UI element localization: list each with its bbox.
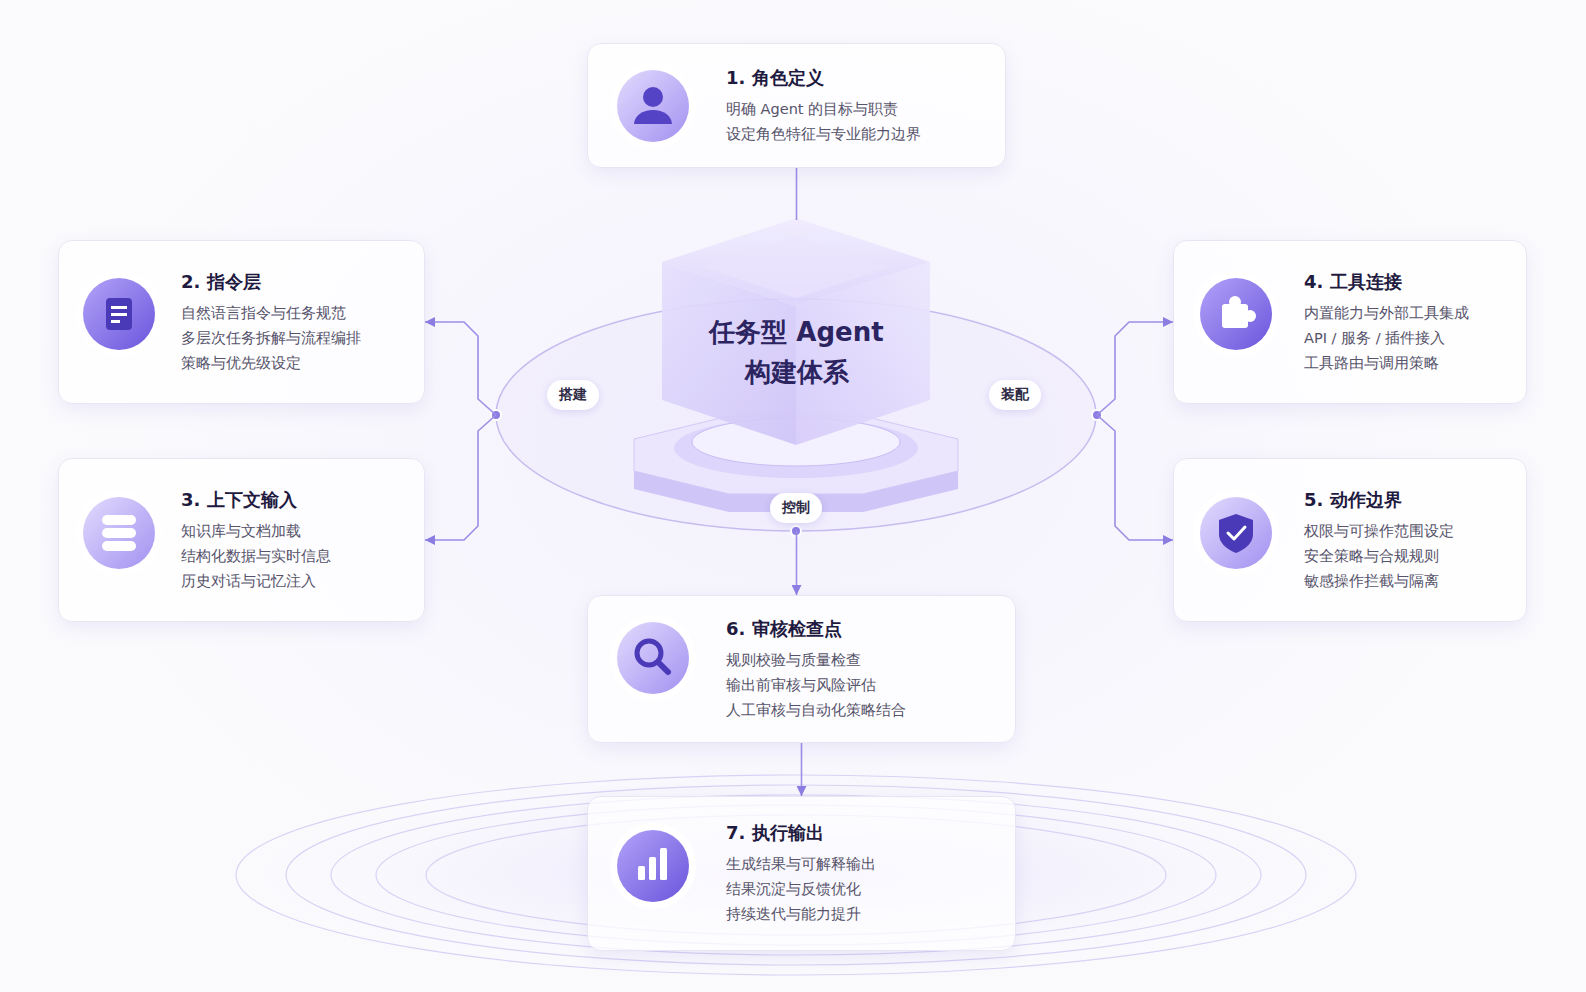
box-item: 明确 Agent 的目标与职责: [726, 97, 989, 122]
box-heading: 2. 指令层: [181, 269, 408, 295]
connector: [425, 415, 496, 540]
context-box: 3. 上下文输入知识库与文档加载结构化数据与实时信息历史对话与记忆注入: [58, 458, 425, 622]
role-box: 1. 角色定义明确 Agent 的目标与职责设定角色特征与专业能力边界: [587, 43, 1006, 168]
context-icon: [76, 490, 162, 576]
connector: [796, 168, 798, 220]
box-item: 结构化数据与实时信息: [181, 544, 408, 569]
review-icon: [610, 615, 696, 701]
box-item: 多层次任务拆解与流程编排: [181, 326, 408, 351]
ripple: [331, 795, 1261, 955]
icon-ring: [610, 63, 696, 149]
icon-disc: [617, 830, 689, 902]
icon-disc: [1200, 497, 1272, 569]
icon-ring: [1193, 490, 1279, 576]
box-item: 敏感操作拦截与隔离: [1304, 569, 1510, 594]
box-item: 策略与优先级设定: [181, 351, 408, 376]
connector: [1097, 415, 1173, 540]
review-box: 6. 审核检查点规则校验与质量检查输出前审核与风险评估人工审核与自动化策略结合: [587, 595, 1016, 743]
icon-glyph: [1222, 304, 1248, 328]
box-item: 结果沉淀与反馈优化: [726, 877, 999, 902]
boundary-box: 5. 动作边界权限与可操作范围设定安全策略与合规规则敏感操作拦截与隔离: [1173, 458, 1527, 622]
box-item: 生成结果与可解释输出: [726, 852, 999, 877]
icon-glyph: [660, 848, 667, 880]
icon-glyph: [111, 320, 120, 323]
icon-disc: [1200, 278, 1272, 350]
box-item: 历史对话与记忆注入: [181, 569, 408, 594]
icon-glyph: [102, 541, 136, 551]
icon-ring: [76, 271, 162, 357]
icon-disc: [83, 497, 155, 569]
icon-glyph: [1229, 296, 1241, 308]
cube-face: [662, 218, 930, 306]
orbit-label: 装配: [989, 380, 1041, 410]
icon-ring: [1193, 271, 1279, 357]
icon-glyph: [658, 662, 668, 672]
box-item: 权限与可操作范围设定: [1304, 519, 1510, 544]
icon-glyph: [637, 641, 661, 665]
hub-title: 任务型 Agent 构建体系: [687, 312, 907, 392]
ripple: [286, 785, 1306, 965]
box-item: 设定角色特征与专业能力边界: [726, 122, 989, 147]
box-item: 工具路由与调用策略: [1304, 351, 1510, 376]
icon-ring: [610, 823, 696, 909]
box-item: 自然语言指令与任务规范: [181, 301, 408, 326]
box-item: API / 服务 / 插件接入: [1304, 326, 1510, 351]
icon-glyph: [649, 857, 656, 880]
box-item: 持续迭代与能力提升: [726, 902, 999, 927]
instruction-icon: [76, 271, 162, 357]
icon-glyph: [643, 87, 663, 107]
icon-glyph: [111, 306, 127, 309]
connector: [1097, 322, 1173, 415]
orbit-label: 控制: [770, 493, 822, 523]
hub-cube: [662, 218, 930, 445]
box-item: 知识库与文档加载: [181, 519, 408, 544]
connector: [796, 531, 798, 595]
box-heading: 4. 工具连接: [1304, 269, 1510, 295]
icon-glyph: [634, 110, 672, 124]
connector: [801, 743, 803, 796]
role-icon: [610, 63, 696, 149]
icon-ring: [76, 490, 162, 576]
box-item: 输出前审核与风险评估: [726, 673, 999, 698]
icon-glyph: [106, 298, 132, 330]
box-heading: 5. 动作边界: [1304, 487, 1510, 513]
icon-glyph: [1219, 514, 1253, 553]
boundary-icon: [1193, 490, 1279, 576]
box-item: 内置能力与外部工具集成: [1304, 301, 1510, 326]
icon-glyph: [1244, 310, 1256, 322]
box-heading: 1. 角色定义: [726, 65, 989, 91]
box-heading: 7. 执行输出: [726, 820, 999, 846]
connector: [425, 322, 496, 415]
icon-disc: [83, 278, 155, 350]
box-item: 规则校验与质量检查: [726, 648, 999, 673]
icon-glyph: [111, 313, 127, 316]
ripple-rings: [236, 775, 1356, 975]
box-item: 人工审核与自动化策略结合: [726, 698, 999, 723]
cube-inner: [702, 236, 890, 298]
orbit-dots: [491, 410, 1102, 536]
icon-glyph: [638, 866, 645, 880]
tool-box: 4. 工具连接内置能力与外部工具集成API / 服务 / 插件接入工具路由与调用…: [1173, 240, 1527, 404]
ripple: [236, 775, 1356, 975]
tool-icon: [1193, 271, 1279, 357]
box-heading: 6. 审核检查点: [726, 616, 999, 642]
hub-node: 任务型 Agent 构建体系: [496, 220, 1097, 531]
orbit-label: 搭建: [547, 380, 599, 410]
output-icon: [610, 823, 696, 909]
instruction-box: 2. 指令层自然语言指令与任务规范多层次任务拆解与流程编排策略与优先级设定: [58, 240, 425, 404]
icon-ring: [610, 615, 696, 701]
output-box: 7. 执行输出生成结果与可解释输出结果沉淀与反馈优化持续迭代与能力提升: [587, 796, 1016, 951]
box-heading: 3. 上下文输入: [181, 487, 408, 513]
box-item: 安全策略与合规规则: [1304, 544, 1510, 569]
icon-disc: [617, 622, 689, 694]
icon-glyph: [102, 515, 136, 525]
icon-disc: [617, 70, 689, 142]
icon-glyph: [102, 528, 136, 538]
icon-glyph: [1228, 527, 1245, 539]
